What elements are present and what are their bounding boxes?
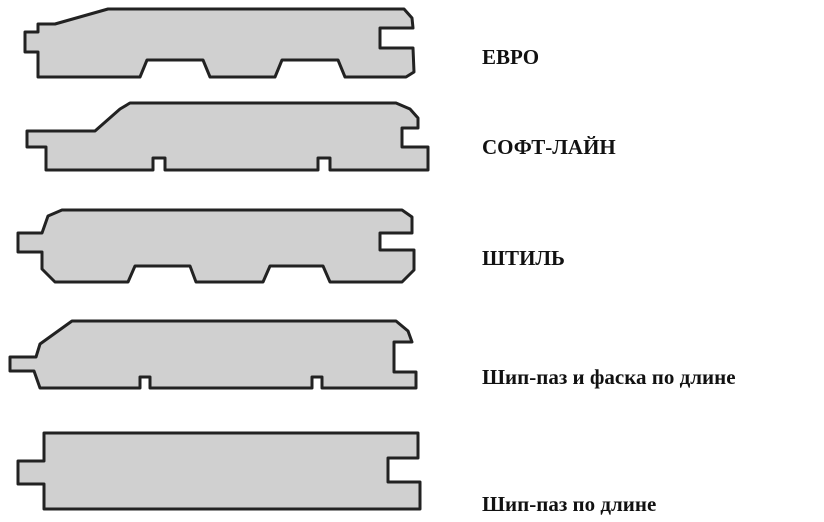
profile-soft-line-board [25, 101, 430, 172]
profile-label-shtil: ШТИЛЬ [482, 246, 565, 270]
profile-shippaz-faska-board [8, 319, 418, 390]
profile-label-soft-line: СОФТ-ЛАЙН [482, 135, 616, 159]
profile-shippaz-board [16, 431, 422, 511]
profile-label-shippaz-faska: Шип-паз и фаска по длине [482, 365, 736, 389]
profile-label-evro: ЕВРО [482, 45, 540, 69]
profile-evro-board [23, 7, 416, 79]
profile-label-shippaz: Шип-паз по длине [482, 492, 657, 516]
profile-shtil-board [16, 208, 416, 284]
